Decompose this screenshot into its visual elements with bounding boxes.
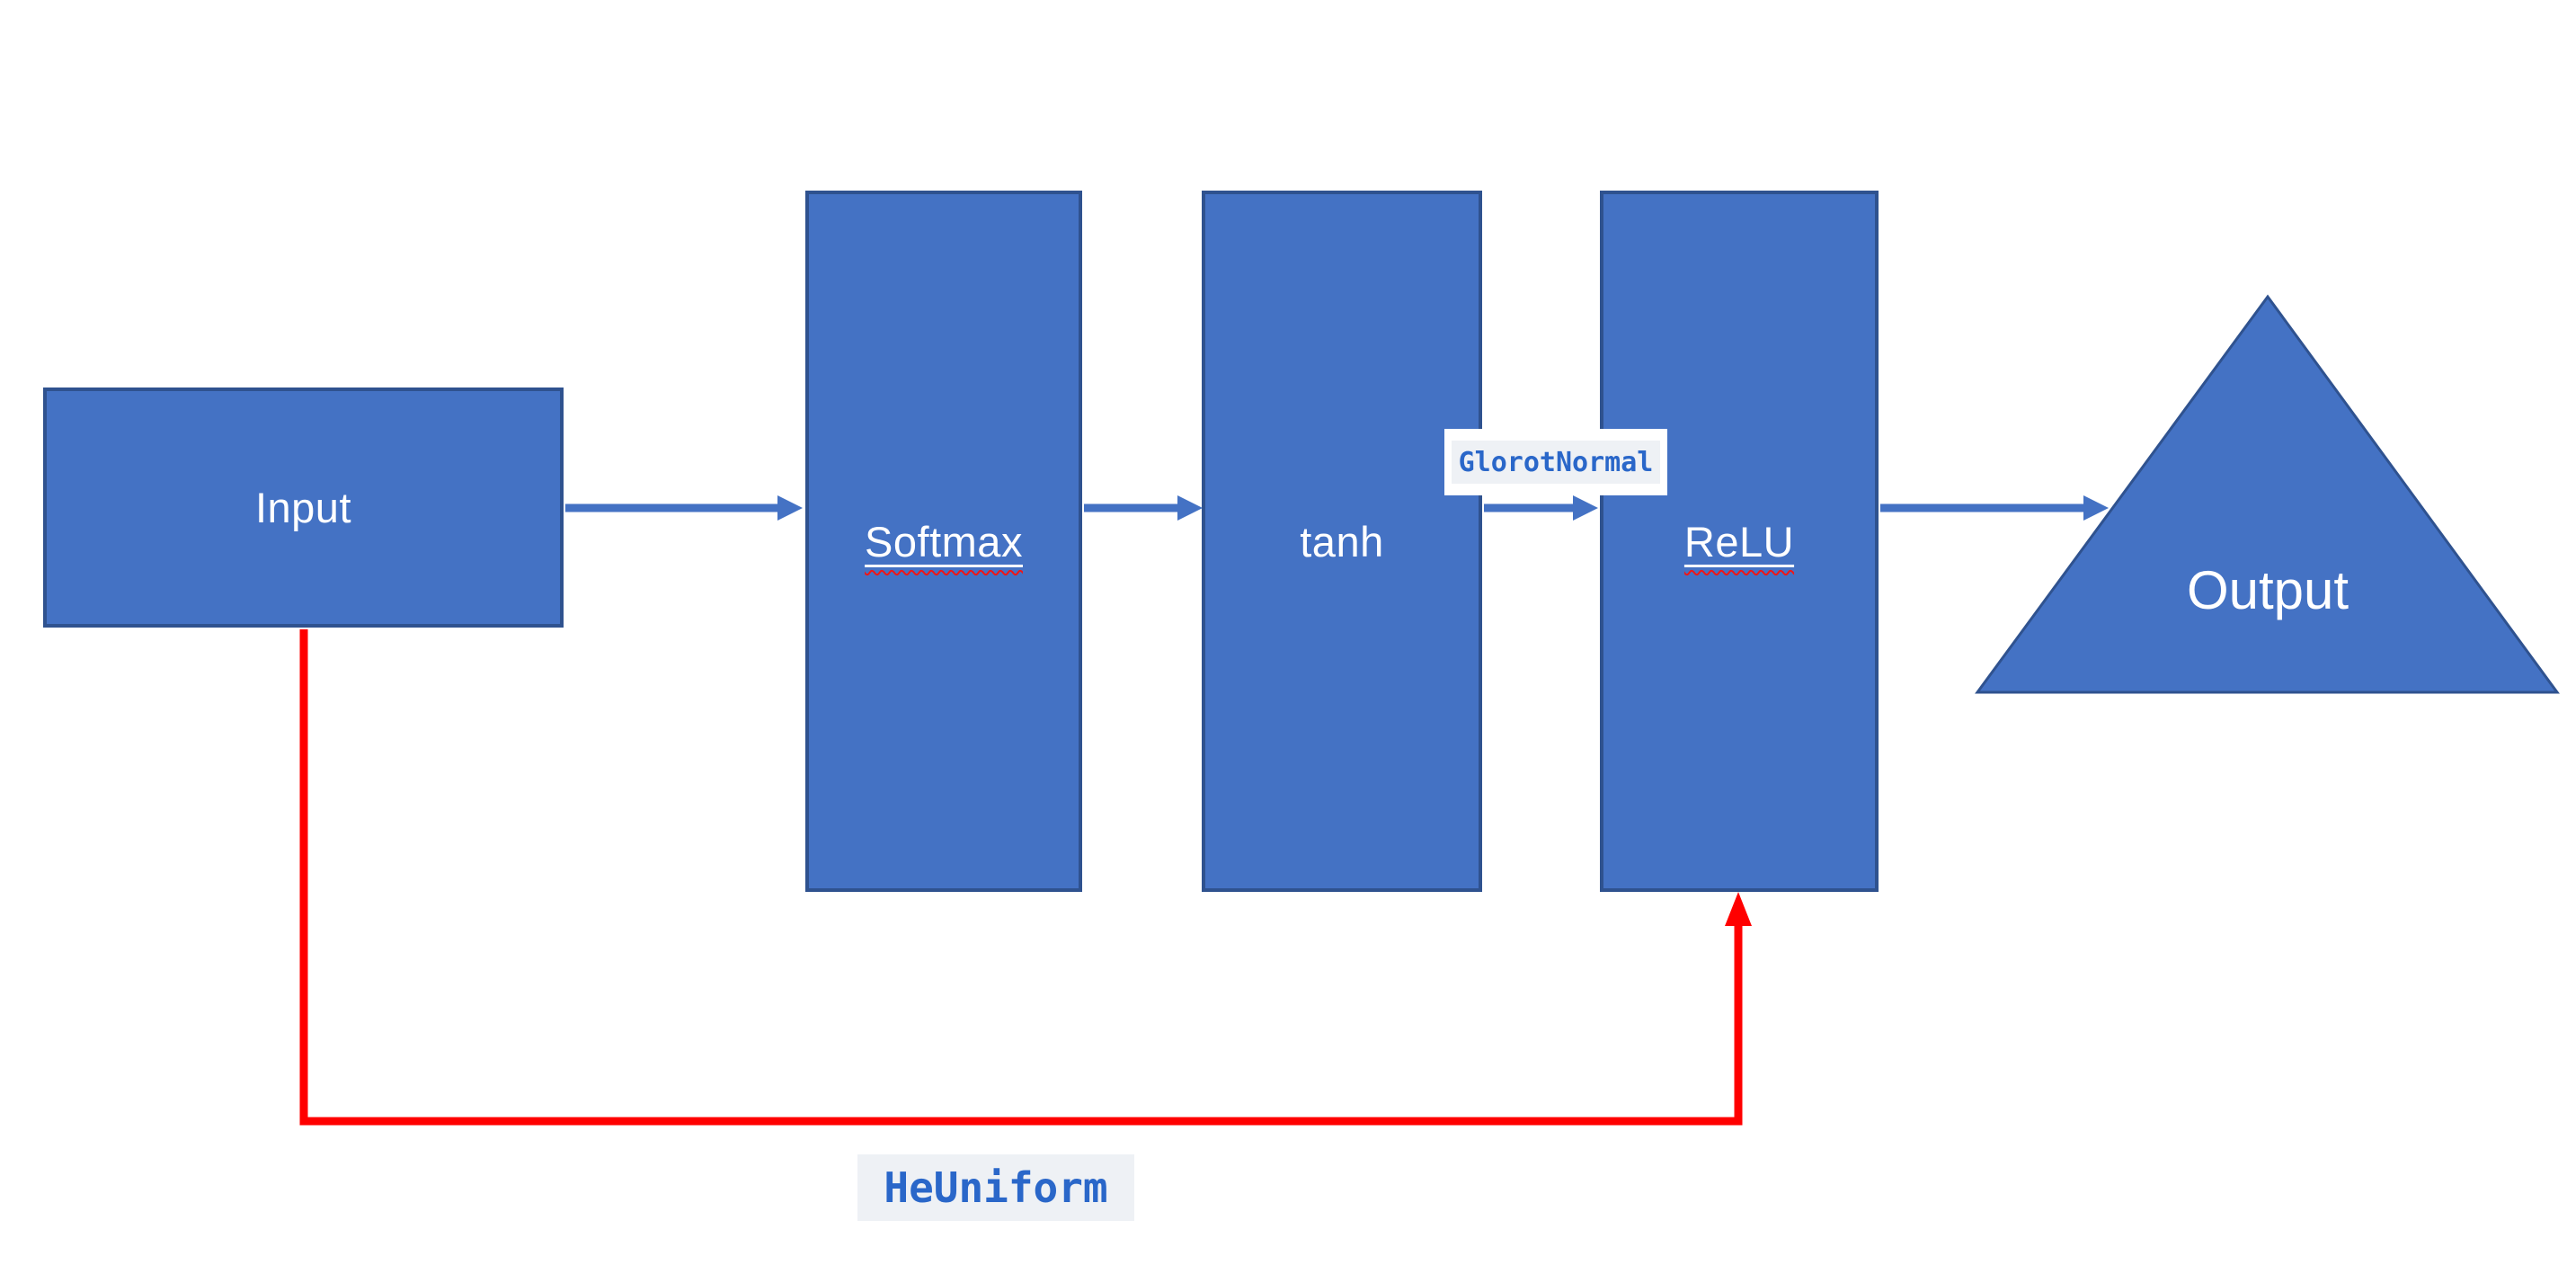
glorot-normal-badge: GlorotNormal	[1452, 441, 1660, 484]
node-softmax-label-text: Softmax	[865, 517, 1023, 566]
node-input-label: Input	[254, 484, 352, 531]
node-softmax-label: Softmax	[865, 517, 1023, 566]
node-relu: ReLU	[1600, 191, 1879, 892]
arrow-softmax-to-tanh	[1084, 495, 1203, 521]
arrow-input-to-softmax	[565, 495, 803, 521]
node-tanh-label: tanh	[1300, 517, 1384, 566]
arrow-relu-to-output	[1880, 495, 2109, 521]
output-triangle-shape	[1975, 294, 2560, 694]
node-softmax: Softmax	[805, 191, 1082, 892]
node-tanh: tanh	[1202, 191, 1482, 892]
node-relu-label: ReLU	[1684, 517, 1794, 566]
arrow-tanh-to-relu	[1484, 495, 1598, 521]
node-relu-label-text: ReLU	[1683, 517, 1795, 566]
he-uniform-badge: HeUniform	[857, 1154, 1134, 1221]
node-output-label: Output	[2186, 560, 2349, 620]
node-input: Input	[43, 388, 564, 628]
glorot-normal-badge-pad: GlorotNormal	[1444, 429, 1667, 495]
